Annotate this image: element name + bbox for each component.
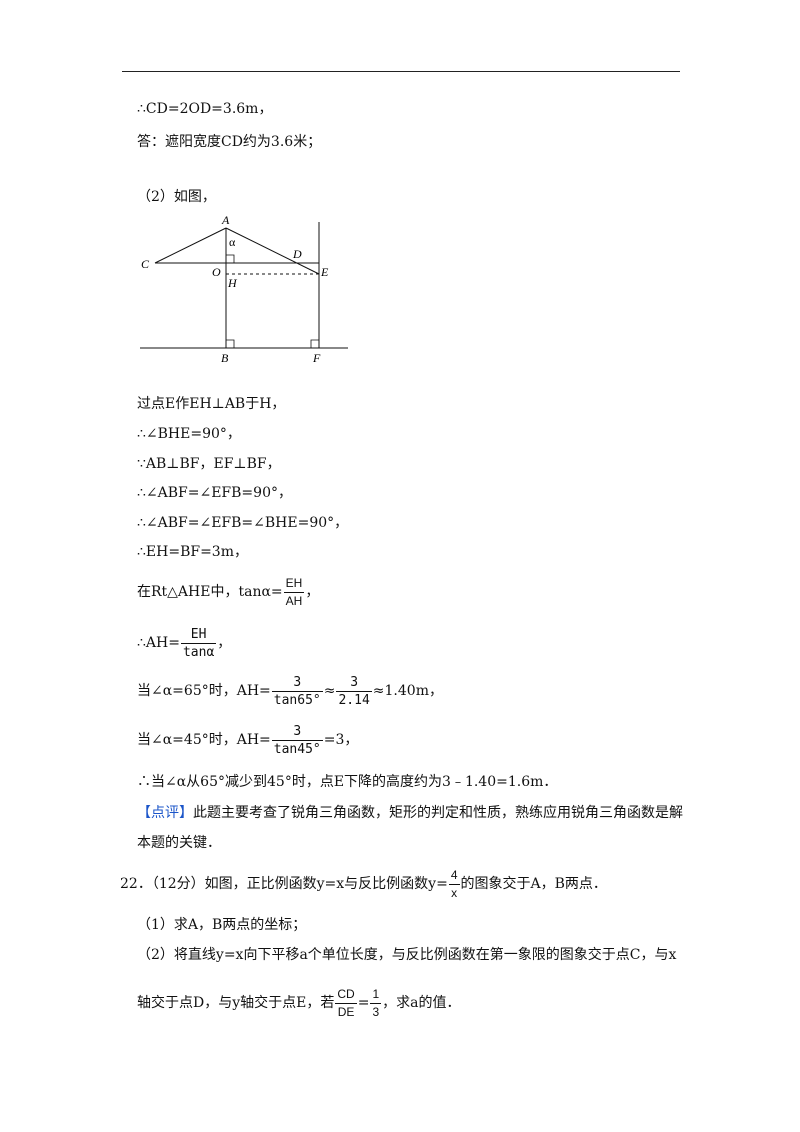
- conclusion-line: ∴当∠α从65°减少到45°时，点E下降的高度约为3﹣1.40=1.6m．: [137, 774, 558, 790]
- label-e: E: [320, 265, 329, 279]
- step-line: ∴EH=BF=3m，: [137, 544, 248, 560]
- comment-tag: 【点评】: [137, 805, 193, 821]
- label-f: F: [312, 351, 321, 365]
- label-d: D: [292, 247, 302, 261]
- step-line: ∵AB⊥BF，EF⊥BF，: [137, 456, 281, 472]
- label-c: C: [141, 257, 150, 271]
- segment-ae: [225, 227, 320, 275]
- geometry-figure: A α D C O E H B F: [140, 213, 348, 365]
- segment-ac: [154, 227, 227, 264]
- header-rule: [122, 71, 680, 72]
- step-line: 过点E作EH⊥AB于H，: [137, 396, 286, 412]
- label-b: B: [221, 351, 229, 365]
- comment-line: 本题的关键．: [137, 835, 221, 851]
- step-line: ∴∠BHE=90°，: [137, 426, 241, 442]
- label-alpha: α: [229, 235, 236, 249]
- text-line: 答：遮阳宽度CD约为3.6米；: [137, 134, 322, 150]
- question-part: （2）将直线y=x向下平移a个单位长度，与反比例函数在第一象限的图象交于点C，与…: [137, 947, 677, 963]
- label-o: O: [212, 265, 221, 279]
- right-angle-o: [226, 254, 235, 263]
- comment-line: 【点评】此题主要考查了锐角三角函数，矩形的判定和性质，熟练应用锐角三角函数是解: [137, 805, 683, 821]
- text-line: ∴CD=2OD=3.6m，: [137, 101, 273, 117]
- right-angle-f: [310, 339, 319, 348]
- label-h: H: [227, 276, 238, 290]
- step-line: ∴∠ABF=∠EFB=90°，: [137, 485, 292, 501]
- part-heading: （2）如图，: [137, 189, 216, 205]
- label-a: A: [221, 213, 230, 227]
- question-part: （1）求A，B两点的坐标；: [137, 917, 307, 933]
- step-line: ∴∠ABF=∠EFB=∠BHE=90°，: [137, 515, 349, 531]
- right-angle-b: [226, 339, 235, 348]
